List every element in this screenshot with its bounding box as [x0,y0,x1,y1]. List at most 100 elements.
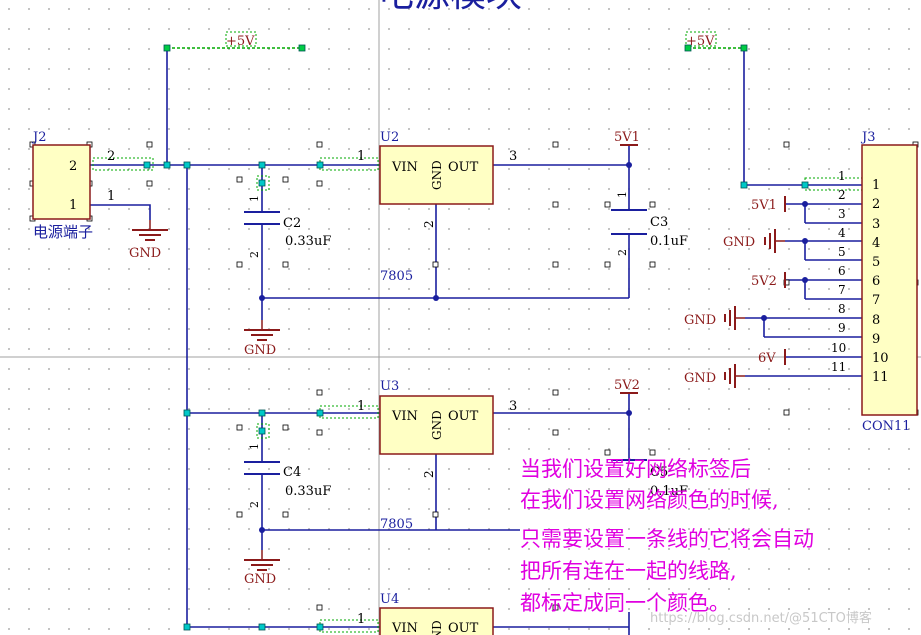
net-port-5v1[interactable]: 5V1 [614,130,640,146]
connector-j2[interactable]: J2 2 1 电源端子 2 1 [31,130,115,241]
j3-pin-in-11: 11 [872,370,889,385]
u2-gnd: GND [430,160,444,190]
regulator-u2[interactable]: U2 VIN OUT GND 7805 1 3 2 [357,130,517,284]
u3-pin1: 1 [357,399,365,414]
u2-pin1: 1 [357,149,365,164]
c3-p1: 1 [616,191,629,198]
u3-pin2: 2 [422,470,436,478]
u2-out: OUT [448,160,479,175]
j3-pin-in-3: 3 [872,217,880,232]
sheet-title: 电源模块 [378,0,522,15]
j3-pin-in-4: 4 [872,236,880,251]
net-5v2-label: 5V2 [614,378,640,393]
c3-val: 0.1uF [650,234,688,249]
c4-p1: 1 [248,443,261,450]
u4-vin: VIN [391,621,418,635]
j3-5v1-label: 5V1 [751,198,777,213]
annotation-line-4: 把所有连在一起的线路, [520,559,737,583]
net-port-5v2[interactable]: 5V2 [614,378,640,394]
gnd-label-j3-8: GND [684,313,716,328]
u3-ref: U3 [380,379,399,394]
annotation-line-2: 在我们设置网络颜色的时候, [520,488,779,512]
regulator-u4[interactable]: U4 VIN OUT GND 1 [357,592,494,635]
c4-ref: C4 [283,465,301,480]
c2-ref: C2 [283,216,301,231]
j2-pin1-num: 1 [69,198,77,213]
j2-wire2-num: 2 [107,149,115,164]
capacitor-c4[interactable]: C4 0.33uF 1 2 [244,443,331,508]
j3-wire-10: 10 [831,341,846,355]
u2-part: 7805 [380,269,413,284]
gnd-label-c4: GND [244,572,276,587]
j3-6v-label: 6V [758,351,776,366]
u4-ref: U4 [380,592,399,607]
c4-p2: 2 [248,501,261,508]
annotation-line-1: 当我们设置好网络标签后 [520,457,751,481]
j2-pin2-num: 2 [69,159,77,174]
connector-j3[interactable]: J3 CON11 1 2 3 4 5 6 7 8 9 10 11 1 2 3 4… [831,130,918,434]
u2-ref: U2 [380,130,399,145]
u3-vin: VIN [391,409,418,424]
u3-out: OUT [448,409,479,424]
c3-ref: C3 [650,215,668,230]
j2-ref: J2 [31,130,46,145]
net-port-6v[interactable]: 6V [758,349,786,366]
regulator-u3[interactable]: U3 VIN OUT GND 7805 1 3 2 [357,379,517,532]
net-port-5v1-j3[interactable]: 5V1 [751,196,786,213]
j3-pin-in-1: 1 [872,178,880,193]
net-label-5v-right[interactable]: +5V [686,34,715,49]
u3-gnd: GND [430,410,444,440]
u2-vin: VIN [391,160,418,175]
j3-wire-1: 1 [838,169,846,183]
watermark: https://blog.csdn.net/@51CTO博客 [650,610,872,626]
j3-wire-2: 2 [838,188,846,202]
capacitor-c3[interactable]: C3 0.1uF 1 2 [611,191,688,256]
selection-handles[interactable] [143,44,809,631]
j3-wire-4: 4 [838,226,846,240]
c2-p2: 2 [248,251,261,258]
j3-pin-in-2: 2 [872,197,880,212]
gnd-label-j3-4: GND [723,235,755,250]
j3-pin-labels: 1 2 3 4 5 6 7 8 9 10 11 [872,178,889,385]
c5-val: 0.1uF [650,484,688,499]
j2-wire1-num: 1 [107,189,115,204]
gnd-label-c2: GND [244,343,276,358]
c2-val: 0.33uF [285,234,331,249]
u2-pin2: 2 [422,220,436,228]
annotation-line-3: 只需要设置一条线的它将会自动 [520,527,814,551]
j3-wire-labels: 1 2 3 4 5 6 7 8 9 10 11 [831,169,846,374]
j3-wire-7: 7 [838,283,846,297]
u3-pin3: 3 [509,399,517,414]
u4-gnd: GND [430,620,444,635]
j2-desc: 电源端子 [33,223,93,241]
u4-pin1: 1 [357,612,365,627]
j3-wire-5: 5 [838,245,846,259]
j3-pin-in-10: 10 [872,351,889,366]
j3-pin-in-7: 7 [872,293,880,308]
u2-pin3: 3 [509,149,517,164]
net-label-5v-left[interactable]: +5V [226,34,255,49]
gnd-label-j2: GND [129,246,161,261]
j3-wire-8: 8 [838,302,846,316]
j3-ref: J3 [860,130,875,145]
c4-val: 0.33uF [285,484,331,499]
net-port-5v2-j3[interactable]: 5V2 [751,272,786,289]
gnd-label-j3-11: GND [684,371,716,386]
j3-wire-3: 3 [838,207,846,221]
capacitor-c5[interactable]: C5 0.1uF [611,459,688,499]
u3-part: 7805 [380,517,413,532]
j3-name: CON11 [862,419,911,434]
j3-pin-in-8: 8 [872,313,880,328]
annotation-text: 当我们设置好网络标签后 在我们设置网络颜色的时候, 只需要设置一条线的它将会自动… [520,457,814,615]
j3-pin-in-5: 5 [872,255,880,270]
j3-wire-9: 9 [838,321,846,335]
annotation-line-5: 都标定成同一个颜色。 [520,591,730,615]
net-5v1-label: 5V1 [614,130,640,145]
c2-p1: 1 [248,195,261,202]
capacitor-c2[interactable]: C2 0.33uF 1 2 [244,195,331,258]
j3-pin-in-9: 9 [872,332,880,347]
u4-out: OUT [448,621,479,635]
j3-pin-in-6: 6 [872,274,880,289]
j3-wire-11: 11 [831,360,846,374]
